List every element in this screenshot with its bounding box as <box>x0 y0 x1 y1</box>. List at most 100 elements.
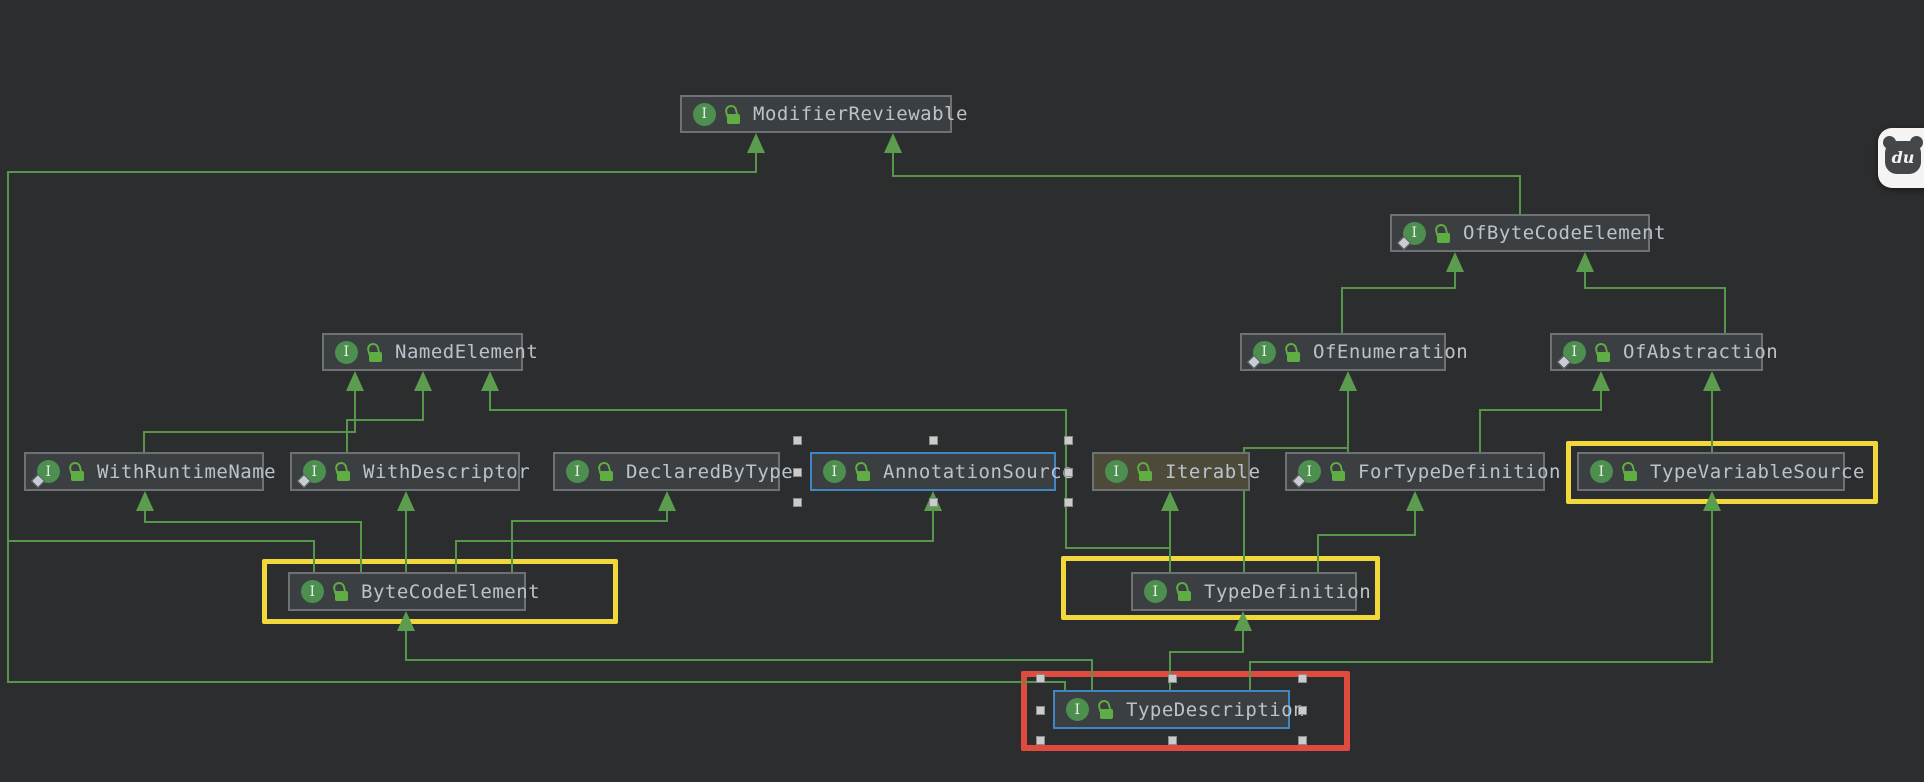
node-named-element[interactable]: I NamedElement <box>322 333 538 371</box>
edge-line <box>405 630 1093 690</box>
inheritance-arrowhead-icon <box>884 133 902 153</box>
bear-logo-icon: du <box>1883 136 1923 174</box>
inheritance-arrowhead-icon <box>481 371 499 391</box>
interface-icon: I <box>1105 460 1128 483</box>
interface-icon: I <box>1066 698 1089 721</box>
edge-line <box>7 152 1066 690</box>
public-lock-icon <box>1620 460 1638 481</box>
interface-icon: I <box>335 340 358 364</box>
node-label: WithDescriptor <box>363 460 531 483</box>
public-lock-icon <box>853 460 871 481</box>
yellow-highlight-frame <box>1061 556 1380 620</box>
selection-handle[interactable] <box>1298 736 1307 745</box>
edge-line <box>1317 510 1416 572</box>
interface-icon: I <box>823 460 846 483</box>
node-label: ForTypeDefinition <box>1358 460 1561 483</box>
node-of-abstraction[interactable]: I OfAbstraction <box>1550 333 1778 371</box>
edge-type-description-to-type-variable-source <box>1249 491 1721 690</box>
edge-line <box>1584 271 1726 333</box>
edge-byte-code-element-to-with-descriptor <box>397 491 415 572</box>
interface-icon: I <box>1396 221 1426 250</box>
yellow-highlight-frame <box>1566 441 1878 504</box>
selection-handle[interactable] <box>793 498 802 507</box>
edge-line <box>511 510 668 572</box>
edge-byte-code-element-to-declared-by-type <box>511 491 676 572</box>
inheritance-arrowhead-icon <box>1592 371 1610 391</box>
node-label: Iterable <box>1165 460 1261 483</box>
edge-type-description-to-byte-code-element <box>397 611 1093 690</box>
selection-handle[interactable] <box>1064 467 1073 477</box>
inheritance-arrowhead-icon <box>136 491 154 511</box>
edge-byte-code-element-to-with-runtime-name <box>136 491 362 572</box>
inheritance-arrowhead-icon <box>1161 491 1179 511</box>
node-with-descriptor[interactable]: I WithDescriptor <box>290 452 530 491</box>
edge-line <box>455 510 934 572</box>
selection-handle[interactable] <box>1036 674 1045 683</box>
interface-icon: I <box>296 460 326 489</box>
inheritance-arrowhead-icon <box>346 371 364 391</box>
node-type-definition[interactable]: I TypeDefinition <box>1131 572 1371 611</box>
inheritance-arrowhead-icon <box>658 491 676 511</box>
public-lock-icon <box>1283 341 1301 362</box>
edge-line <box>1243 447 1348 572</box>
selection-handle[interactable] <box>1167 736 1177 745</box>
node-with-runtime-name[interactable]: I WithRuntimeName <box>24 452 276 491</box>
edge-line <box>1249 510 1713 690</box>
inheritance-arrowhead-icon <box>397 611 415 631</box>
interface-icon: I <box>1556 340 1586 369</box>
selection-handle[interactable] <box>929 498 938 507</box>
inheritance-arrowhead-icon <box>1339 371 1357 391</box>
edge-type-description-to-modifier-reviewable <box>7 133 1066 690</box>
selection-handle[interactable] <box>1064 436 1073 445</box>
node-label: DeclaredByType <box>626 460 794 483</box>
node-of-byte-code-element[interactable]: I OfByteCodeElement <box>1390 214 1665 252</box>
edge-line <box>1341 271 1456 333</box>
inheritance-arrowhead-icon <box>1703 371 1721 391</box>
selection-handle[interactable] <box>1036 736 1045 745</box>
public-lock-icon <box>1096 698 1114 719</box>
public-lock-icon <box>1328 460 1346 481</box>
node-label: WithRuntimeName <box>97 460 277 483</box>
interface-icon: I <box>1144 580 1167 603</box>
inheritance-arrowhead-icon <box>397 491 415 511</box>
selection-handle[interactable] <box>929 436 938 445</box>
node-label: TypeDefinition <box>1204 580 1372 603</box>
selection-handle[interactable] <box>1298 705 1307 715</box>
public-lock-icon <box>1593 341 1611 362</box>
edge-type-definition-to-of-enumeration <box>1243 447 1348 572</box>
public-lock-icon <box>331 580 349 601</box>
node-label: OfByteCodeElement <box>1463 222 1666 244</box>
edge-type-definition-to-iterable <box>1161 491 1179 572</box>
selection-handle[interactable] <box>793 467 802 477</box>
selection-handle[interactable] <box>1167 674 1177 683</box>
edge-line <box>892 152 1521 214</box>
node-iterable[interactable]: I Iterable <box>1092 452 1260 491</box>
edge-of-enumeration-to-of-byte-code-element <box>1341 252 1464 333</box>
inheritance-arrowhead-icon <box>747 133 765 153</box>
selection-handle[interactable] <box>1036 705 1045 715</box>
selection-handle[interactable] <box>1064 498 1073 507</box>
edge-type-definition-to-for-type-definition <box>1317 491 1424 572</box>
node-annotation-source[interactable]: I AnnotationSource <box>810 452 1074 491</box>
interface-icon: I <box>30 460 60 489</box>
edge-line <box>143 390 356 452</box>
du-overlay-button[interactable]: du <box>1878 128 1924 188</box>
edge-type-variable-source-to-of-abstraction <box>1703 371 1721 452</box>
public-lock-icon <box>67 460 85 481</box>
public-lock-icon <box>1135 460 1153 481</box>
node-label: NamedElement <box>395 341 539 363</box>
yellow-highlight-frame <box>262 559 618 624</box>
node-label: OfAbstraction <box>1623 341 1779 363</box>
selection-handle[interactable] <box>1298 674 1307 683</box>
node-label: TypeVariableSource <box>1650 460 1865 483</box>
node-label: AnnotationSource <box>883 460 1075 483</box>
selection-handle[interactable] <box>793 436 802 445</box>
